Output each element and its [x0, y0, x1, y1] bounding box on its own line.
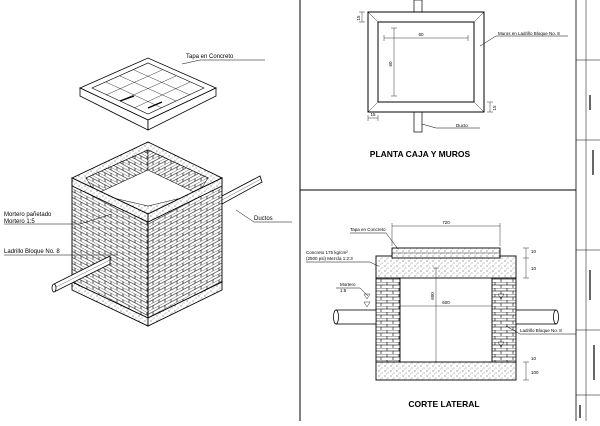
section-mortar-markers: [363, 293, 505, 348]
iso-ductos-label: Ductos: [254, 216, 273, 222]
plan-view: 60 60 15 15 15 Muros en Ladrillo Bloque …: [356, 0, 568, 159]
section-tapa-label: Tapa en Concreto: [350, 227, 386, 232]
section-base: [375, 361, 517, 381]
section-dimensions: [391, 223, 529, 381]
iso-box: [70, 141, 224, 327]
section-pipe: [333, 309, 559, 325]
section-leaders: [306, 232, 576, 335]
isometric-view: Tapa en Concreto Ductos Mortero pañetado…: [4, 54, 292, 327]
section-dim-10c: 10: [531, 356, 537, 361]
section-mortero-label: Mortero: [340, 282, 356, 287]
plan-dim-wall-left: 15: [370, 112, 376, 117]
plan-dimensions: [359, 11, 493, 121]
iso-ladrillo-label: Ladrillo Bloque No. 8: [4, 249, 60, 255]
iso-mortero-label: Mortero pañetado: [4, 212, 52, 218]
plan-leaders: [421, 35, 568, 129]
title-block-strip: [576, 0, 600, 421]
iso-duct-right: [221, 175, 263, 205]
section-dim-top: 720: [442, 220, 450, 225]
plan-muros-label: Muros en Ladrillo Bloque No. 8: [498, 31, 560, 36]
iso-lid: [79, 57, 217, 131]
section-concreto-line2: (2500 psi) Mezcla 1:2:3: [306, 256, 353, 261]
section-view: 720 600 600 10 10 10 100 Tapa en Concret…: [306, 220, 576, 409]
section-dim-100: 100: [531, 370, 539, 375]
plan-title: PLANTA CAJA Y MUROS: [370, 149, 471, 159]
iso-duct-left: [51, 255, 111, 293]
plan-ducto-label: Ducto: [456, 123, 468, 128]
section-top-ring: [375, 255, 517, 279]
plan-dim-wall-right: 15: [492, 105, 497, 111]
section-concreto-line1: Concreto 175 kg/cm²: [306, 250, 348, 255]
section-dim-10b: 10: [531, 266, 537, 271]
section-ladrillo-label: Ladrillo Bloque No. 8: [520, 328, 562, 333]
plan-dim-wall-top: 15: [356, 15, 361, 21]
iso-tapa-label: Tapa en Concreto: [186, 54, 234, 60]
plan-duct-bottom: [413, 111, 423, 133]
section-dim-inner: 600: [442, 300, 450, 305]
plan-dim-width: 60: [418, 32, 424, 37]
section-wall-right: [491, 277, 517, 363]
plan-dim-height: 60: [388, 61, 393, 67]
section-wall-left: [375, 277, 401, 363]
section-dim-height: 600: [430, 292, 435, 300]
iso-mortero-ratio: Mortero 1:5: [4, 219, 35, 225]
section-mortero-ratio: 1:5: [340, 288, 347, 293]
section-title: CORTE LATERAL: [408, 399, 479, 409]
section-dim-10a: 10: [531, 249, 537, 254]
iso-leaders: [4, 59, 292, 256]
sheet-frame: [299, 0, 577, 421]
plan-duct-top: [413, 0, 423, 13]
